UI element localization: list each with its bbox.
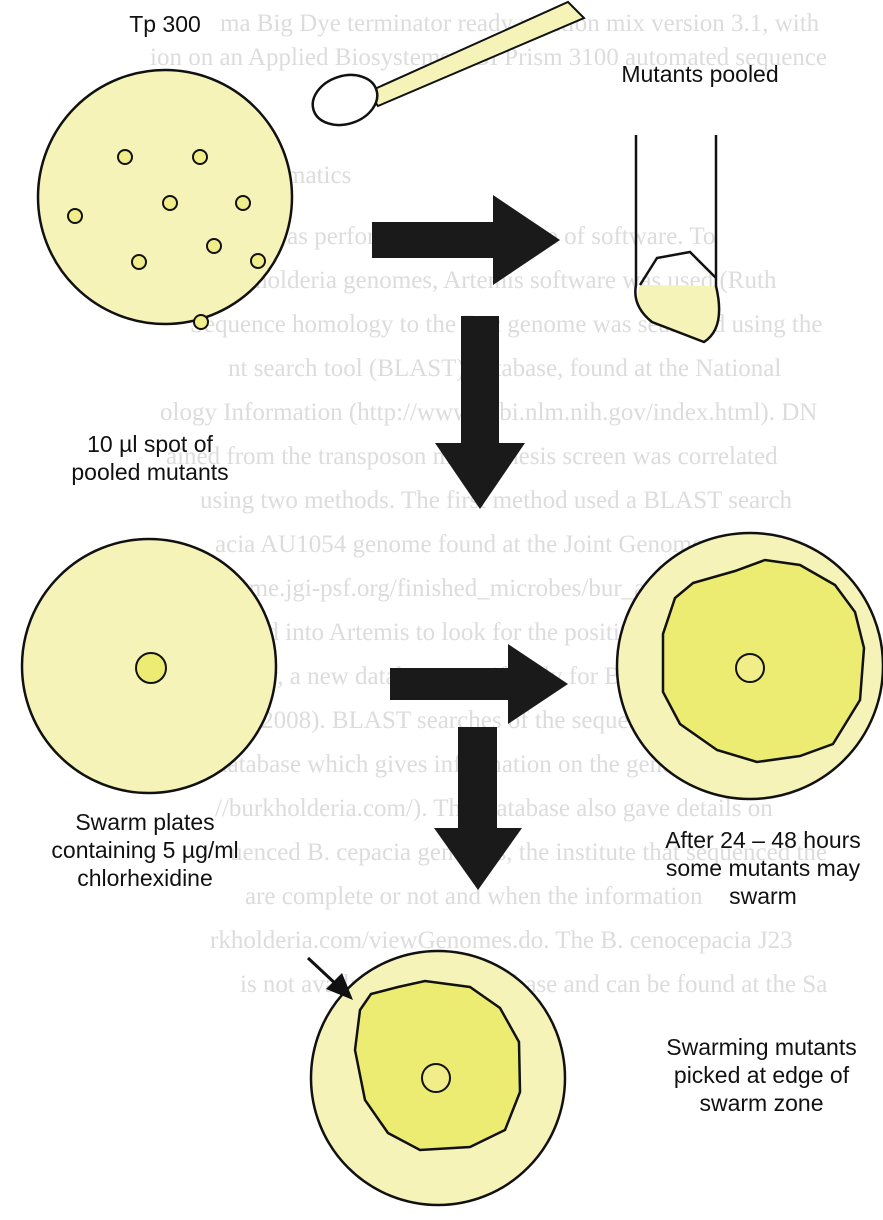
label-swarm-plates: Swarm plates containing 5 µg/ml chlorhex… — [20, 808, 270, 892]
swarm-plate-spot — [22, 539, 276, 793]
label-spot-pooled-mutants: 10 µl spot of pooled mutants — [40, 430, 260, 486]
pick-arrow-icon — [308, 958, 353, 1000]
arrow-down-bottom — [434, 727, 522, 890]
label-swarming-mutants: Swarming mutants picked at edge of swarm… — [640, 1033, 883, 1117]
label-mutants-pooled: Mutants pooled — [595, 60, 805, 88]
arrow-right-middle — [390, 644, 568, 724]
arrow-right-top — [372, 195, 560, 285]
colony — [132, 255, 146, 269]
colony — [68, 209, 82, 223]
swarm-plate-after — [617, 533, 883, 799]
tube-icon — [635, 135, 719, 342]
swarm-plate-picking — [311, 951, 565, 1205]
label-after-hours: After 24 – 48 hours some mutants may swa… — [643, 826, 883, 910]
colony — [118, 150, 132, 164]
inoculation-loop-icon — [306, 2, 584, 133]
colony — [193, 150, 207, 164]
mutant-plate-1 — [38, 70, 292, 329]
arrow-down-top — [435, 316, 525, 509]
colony — [236, 196, 250, 210]
arrows — [372, 195, 568, 890]
colony — [207, 239, 221, 253]
colony — [251, 254, 265, 268]
label-tp300: Tp 300 — [100, 10, 230, 38]
colony — [194, 315, 208, 329]
colony — [163, 196, 177, 210]
